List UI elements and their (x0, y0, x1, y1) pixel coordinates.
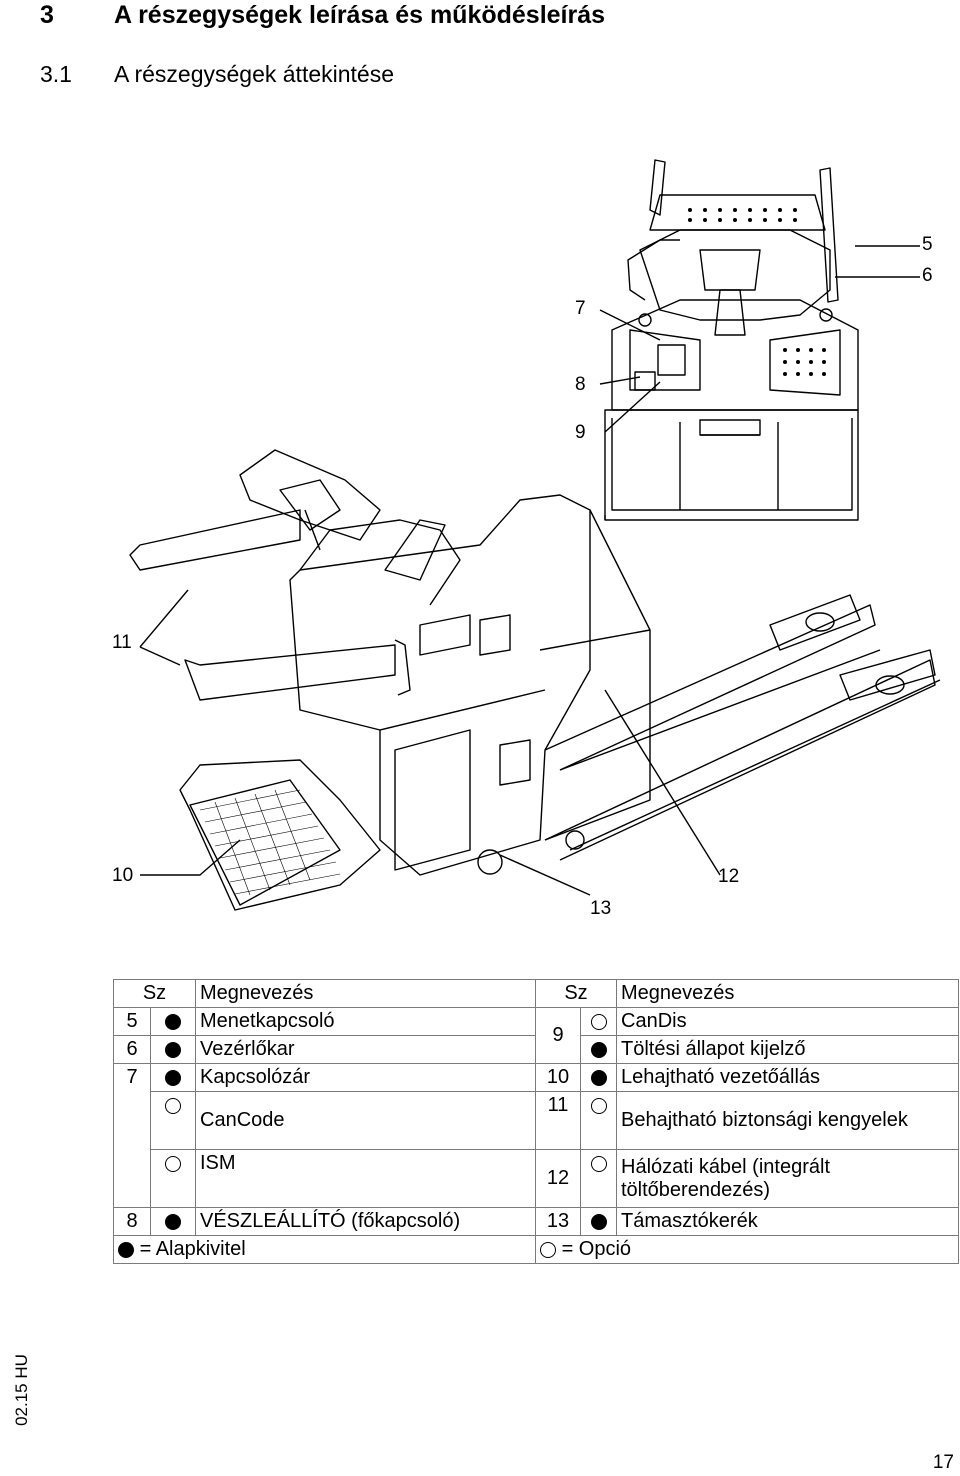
standard-icon (580, 1035, 617, 1064)
control-head-view (604, 159, 859, 521)
platform-mesh (199, 789, 341, 896)
option-icon (580, 1007, 617, 1036)
table-row: 6 Vezérlőkar Töltési állapot kijelző (113, 1035, 959, 1064)
part-name: Vezérlőkar (195, 1035, 536, 1064)
row-number: 7 (113, 1063, 151, 1208)
table-row: ISM 12 Hálózati kábel (integrált töltőbe… (114, 1149, 959, 1208)
standard-icon (150, 1007, 196, 1036)
row-number: 8 (113, 1207, 151, 1236)
callout-6: 6 (922, 265, 933, 286)
part-name: CanCode (195, 1091, 536, 1150)
option-icon (580, 1149, 617, 1208)
option-icon (150, 1149, 196, 1208)
section-number: 3.1 (40, 61, 72, 87)
part-name: Menetkapcsoló (195, 1007, 536, 1036)
leader-lines-top (599, 245, 920, 433)
leader-lines-main (139, 589, 721, 896)
section-title: A részegységek áttekintése (114, 61, 394, 87)
row-number: 6 (113, 1035, 151, 1064)
callout-12: 12 (718, 866, 740, 887)
part-name: Töltési állapot kijelző (616, 1035, 959, 1064)
truck-drawing (129, 159, 941, 911)
truck-body (129, 449, 941, 911)
dot-pattern (688, 208, 826, 376)
row-number: 13 (535, 1207, 581, 1236)
parts-table: Sz Megnevezés Sz Megnevezés 5 Menetkapcs… (113, 979, 959, 1264)
part-name: VÉSZLEÁLLÍTÓ (főkapcsoló) (195, 1207, 536, 1236)
legend-standard: = Alapkivitel (113, 1235, 536, 1264)
row-number: 5 (113, 1007, 151, 1036)
option-icon (150, 1091, 196, 1150)
standard-icon (580, 1063, 617, 1092)
standard-icon (150, 1063, 196, 1092)
part-name: Hálózati kábel (integrált töltőberendezé… (616, 1149, 959, 1208)
standard-icon (580, 1207, 617, 1236)
row-number: 9 (535, 1007, 581, 1064)
page-number: 17 (932, 1452, 954, 1473)
section-heading: 3.1 A részegységek áttekintése (40, 60, 394, 88)
callout-13: 13 (590, 898, 612, 919)
header-sz-left: Sz (113, 979, 196, 1008)
table-row: CanCode 11 Behajtható biztonsági kengyel… (114, 1091, 959, 1150)
row-number: 10 (535, 1063, 581, 1092)
callout-7: 7 (575, 298, 586, 319)
table-header: Sz Megnevezés Sz Megnevezés (113, 979, 959, 1008)
chapter-number: 3 (40, 1, 54, 29)
chapter-heading: 3 A részegységek leírása és működésleírás (40, 0, 605, 30)
part-name: Behajtható biztonsági kengyelek (616, 1091, 959, 1150)
table-row: 7 Kapcsolózár 10 Lehajtható vezetőállás (113, 1063, 959, 1208)
part-name: Kapcsolózár (195, 1063, 536, 1092)
part-name: CanDis (616, 1007, 959, 1036)
legend-standard-text: = Alapkivitel (139, 1238, 246, 1260)
part-name: ISM (195, 1149, 536, 1208)
chapter-title: A részegységek leírása és működésleírás (114, 1, 606, 29)
header-name-left: Megnevezés (195, 979, 536, 1008)
table-row: 8 VÉSZLEÁLLÍTÓ (főkapcsoló) 13 Támasztók… (113, 1207, 959, 1236)
callout-8: 8 (575, 374, 586, 395)
callout-5: 5 (922, 234, 933, 255)
standard-icon (150, 1207, 196, 1236)
callout-10: 10 (112, 865, 134, 886)
part-name: Lehajtható vezetőállás (616, 1063, 959, 1092)
legend-row: = Alapkivitel = Opció (113, 1235, 959, 1264)
header-name-right: Megnevezés (616, 979, 959, 1008)
standard-icon (150, 1035, 196, 1064)
header-sz-right: Sz (535, 979, 617, 1008)
row-number: 12 (535, 1149, 581, 1208)
standard-icon (118, 1241, 134, 1258)
callout-11: 11 (112, 632, 132, 653)
revision-label: 02.15 HU (11, 1354, 31, 1426)
row-number: 11 (535, 1091, 581, 1150)
table-row: 5 Menetkapcsoló 9 CanDis (113, 1007, 959, 1064)
legend-option: = Opció (535, 1235, 959, 1264)
option-icon (540, 1241, 556, 1258)
legend-option-text: = Opció (561, 1238, 632, 1260)
truck-illustration: 5 6 7 8 9 10 11 12 13 (0, 150, 960, 940)
callout-9: 9 (575, 422, 586, 443)
option-icon (580, 1091, 617, 1150)
part-name: Támasztókerék (616, 1207, 959, 1236)
